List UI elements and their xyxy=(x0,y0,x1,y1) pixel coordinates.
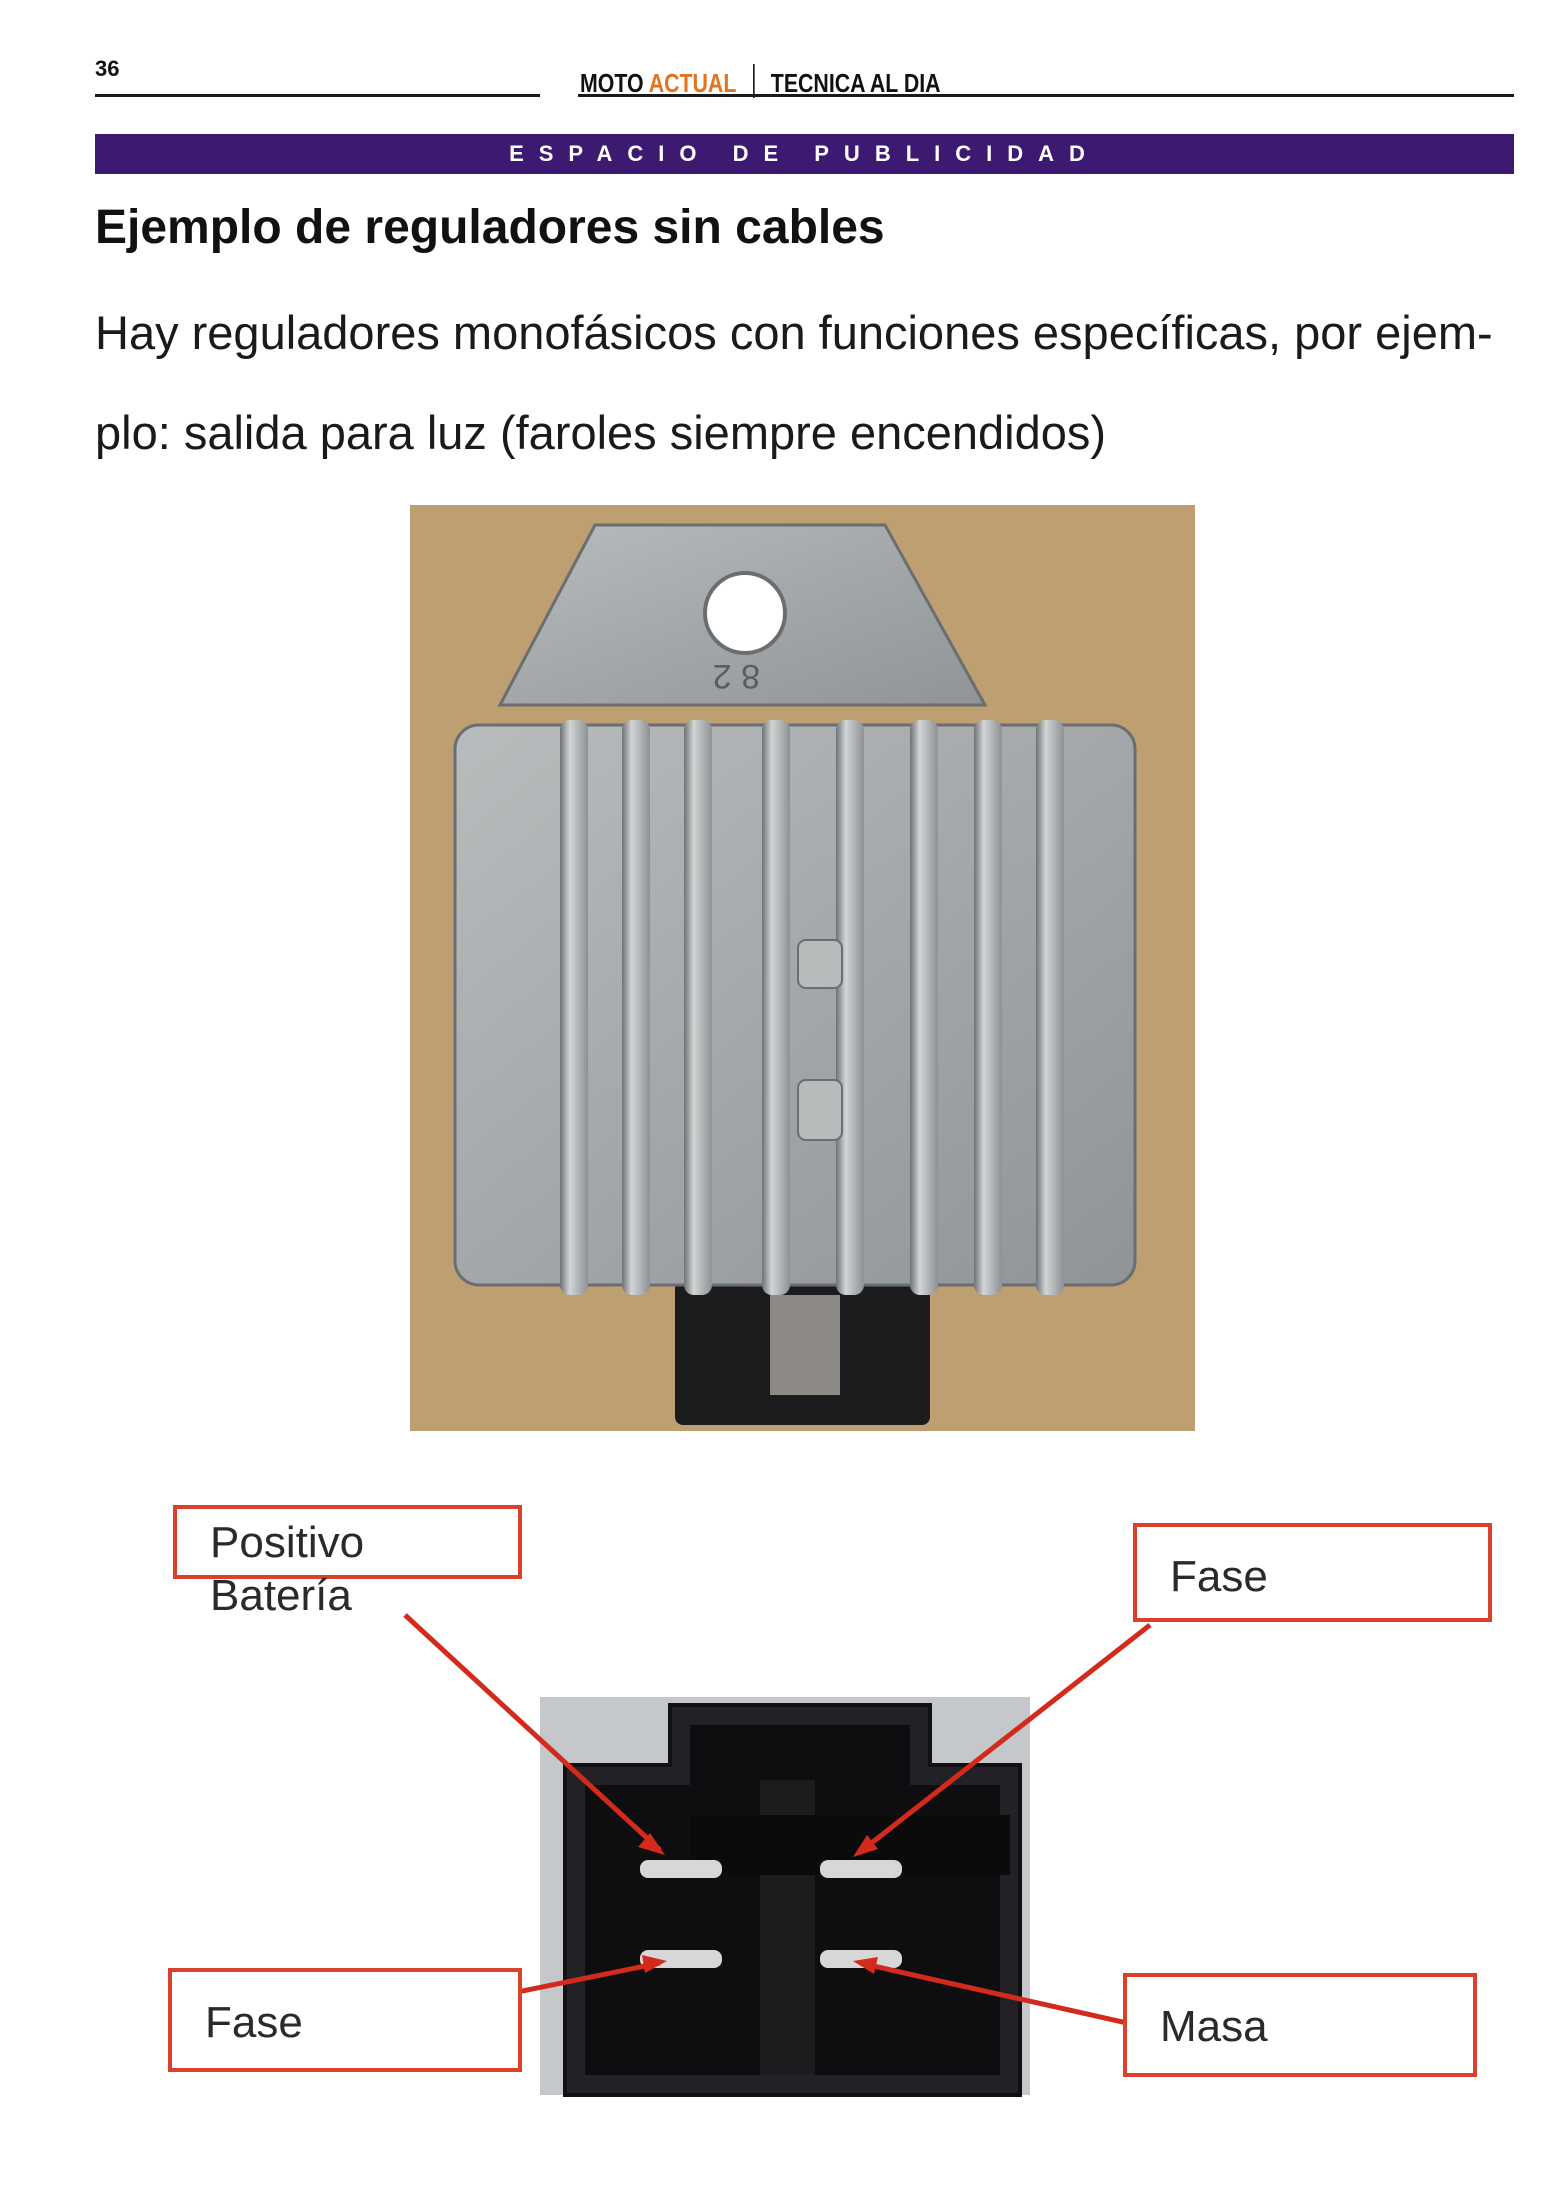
heatsink-plate xyxy=(453,723,1137,1287)
arrow-ground xyxy=(859,1960,1146,2030)
header-rule-left xyxy=(95,94,540,97)
section-name: TECNICA AL DIA xyxy=(770,68,941,98)
magazine-name-part1: MOTO xyxy=(580,68,644,98)
label-box-ground xyxy=(1123,1973,1477,2077)
connector-pinout-diagram: Positivo Batería Fase Fase Masa xyxy=(168,1505,1492,2097)
heatsink-fins xyxy=(560,720,1064,1295)
part-marking: 8 2 xyxy=(713,657,760,695)
mounting-hole xyxy=(703,571,787,655)
label-box-positive-battery xyxy=(173,1505,522,1579)
label-phase-bottom: Fase xyxy=(205,1998,303,2047)
pin-positive-battery xyxy=(640,1860,722,1878)
page-number: 36 xyxy=(95,56,120,81)
connector-closeup xyxy=(540,1697,1030,2097)
label-ground: Masa xyxy=(1160,2002,1268,2051)
fin-notch-upper xyxy=(797,939,843,989)
label-phase-top: Fase xyxy=(1170,1552,1268,1601)
label-positive-line2: Batería xyxy=(210,1571,352,1620)
header-rule-right xyxy=(578,94,1514,97)
article-body-line-2: plo: salida para luz (faroles siempre en… xyxy=(95,406,1107,459)
masthead: MOTO ACTUAL TECNICA AL DIA xyxy=(580,64,941,99)
masthead-separator xyxy=(753,64,756,98)
fin-notch-lower xyxy=(797,1079,843,1141)
arrow-positive-battery xyxy=(403,1613,662,1852)
article-heading: Ejemplo de reguladores sin cables xyxy=(95,201,885,254)
pin-ground xyxy=(820,1950,902,1968)
arrow-phase-top xyxy=(858,1623,1152,1854)
regulator-photo: 8 2 xyxy=(410,505,1195,1431)
label-positive-line1: Positivo xyxy=(210,1518,364,1567)
label-box-phase-top xyxy=(1133,1523,1492,1622)
magazine-name-part2: ACTUAL xyxy=(648,68,736,98)
advertising-banner: ESPACIO DE PUBLICIDAD xyxy=(95,134,1514,174)
pin-phase-top xyxy=(820,1860,902,1878)
label-box-phase-bottom xyxy=(168,1968,522,2072)
connector-latch xyxy=(770,1295,840,1395)
article-body-line-1: Hay reguladores monofásicos con funcione… xyxy=(95,306,1493,359)
